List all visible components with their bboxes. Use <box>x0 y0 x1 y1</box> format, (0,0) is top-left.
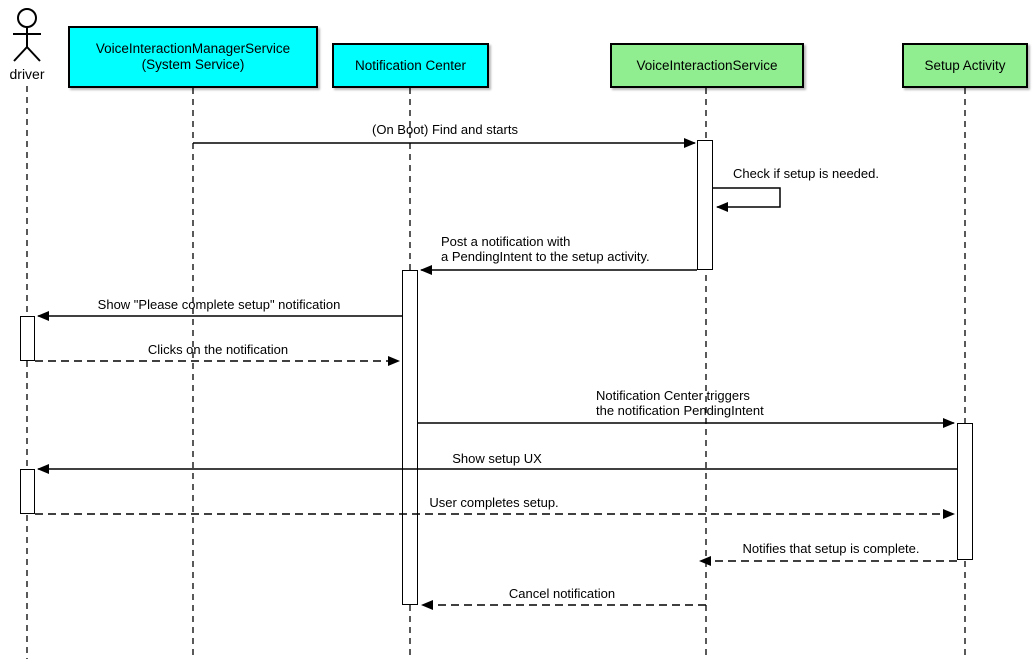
message-arrow-check-if-setup-is-needed <box>713 187 781 212</box>
activation-voice-interaction-service <box>697 140 713 270</box>
activation-driver-2 <box>20 469 35 514</box>
message-label-on-boot-find-and-starts: (On Boot) Find and starts <box>372 122 518 137</box>
activation-setup-activity <box>957 423 973 560</box>
participant-voice-interaction-manager-service: VoiceInteractionManagerService (System S… <box>68 26 318 88</box>
message-label-show-please-complete-setup: Show "Please complete setup" notificatio… <box>97 297 341 312</box>
actor-icon <box>13 8 41 62</box>
participant-voice-interaction-service: VoiceInteractionService <box>610 43 804 88</box>
message-label-clicks-on-the-notification: Clicks on the notification <box>147 342 289 357</box>
activation-notification-center <box>402 270 418 605</box>
participant-driver-label: driver <box>9 66 45 82</box>
message-label-notification-center-triggers: Notification Center triggers the notific… <box>596 388 764 418</box>
activation-driver-1 <box>20 316 35 361</box>
message-label-post-a-notification: Post a notification with a PendingIntent… <box>441 234 650 264</box>
participant-setup-activity: Setup Activity <box>902 43 1028 88</box>
message-label-cancel-notification: Cancel notification <box>508 586 616 601</box>
message-label-show-setup-ux: Show setup UX <box>452 451 542 466</box>
message-label-notifies-setup-complete: Notifies that setup is complete. <box>742 541 920 556</box>
participant-notification-center: Notification Center <box>332 43 489 88</box>
message-label-check-if-setup-is-needed: Check if setup is needed. <box>733 166 879 181</box>
message-label-user-completes-setup: User completes setup. <box>429 495 559 510</box>
